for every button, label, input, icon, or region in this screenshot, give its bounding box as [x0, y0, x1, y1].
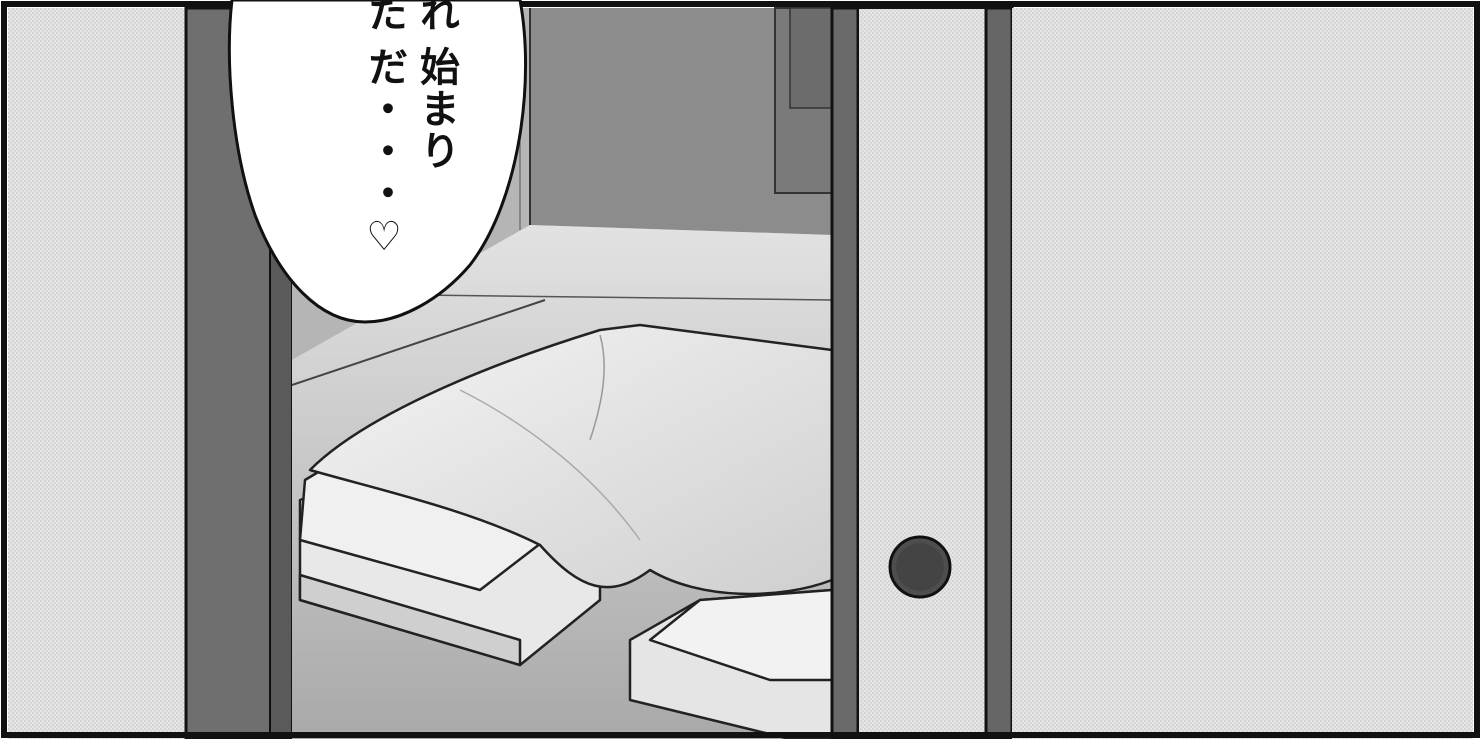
speech-text: れた 始まりだ・・・♡ — [312, 0, 462, 300]
speech-line-1: れた — [361, 0, 459, 34]
futon-bedding — [298, 323, 834, 739]
speech-bubble — [227, 0, 528, 324]
speech-line-2: 始まりだ・・・♡ — [361, 46, 459, 263]
right-door-frame — [830, 6, 860, 739]
sliding-door — [857, 6, 1473, 739]
left-fusuma-panel — [8, 8, 188, 739]
